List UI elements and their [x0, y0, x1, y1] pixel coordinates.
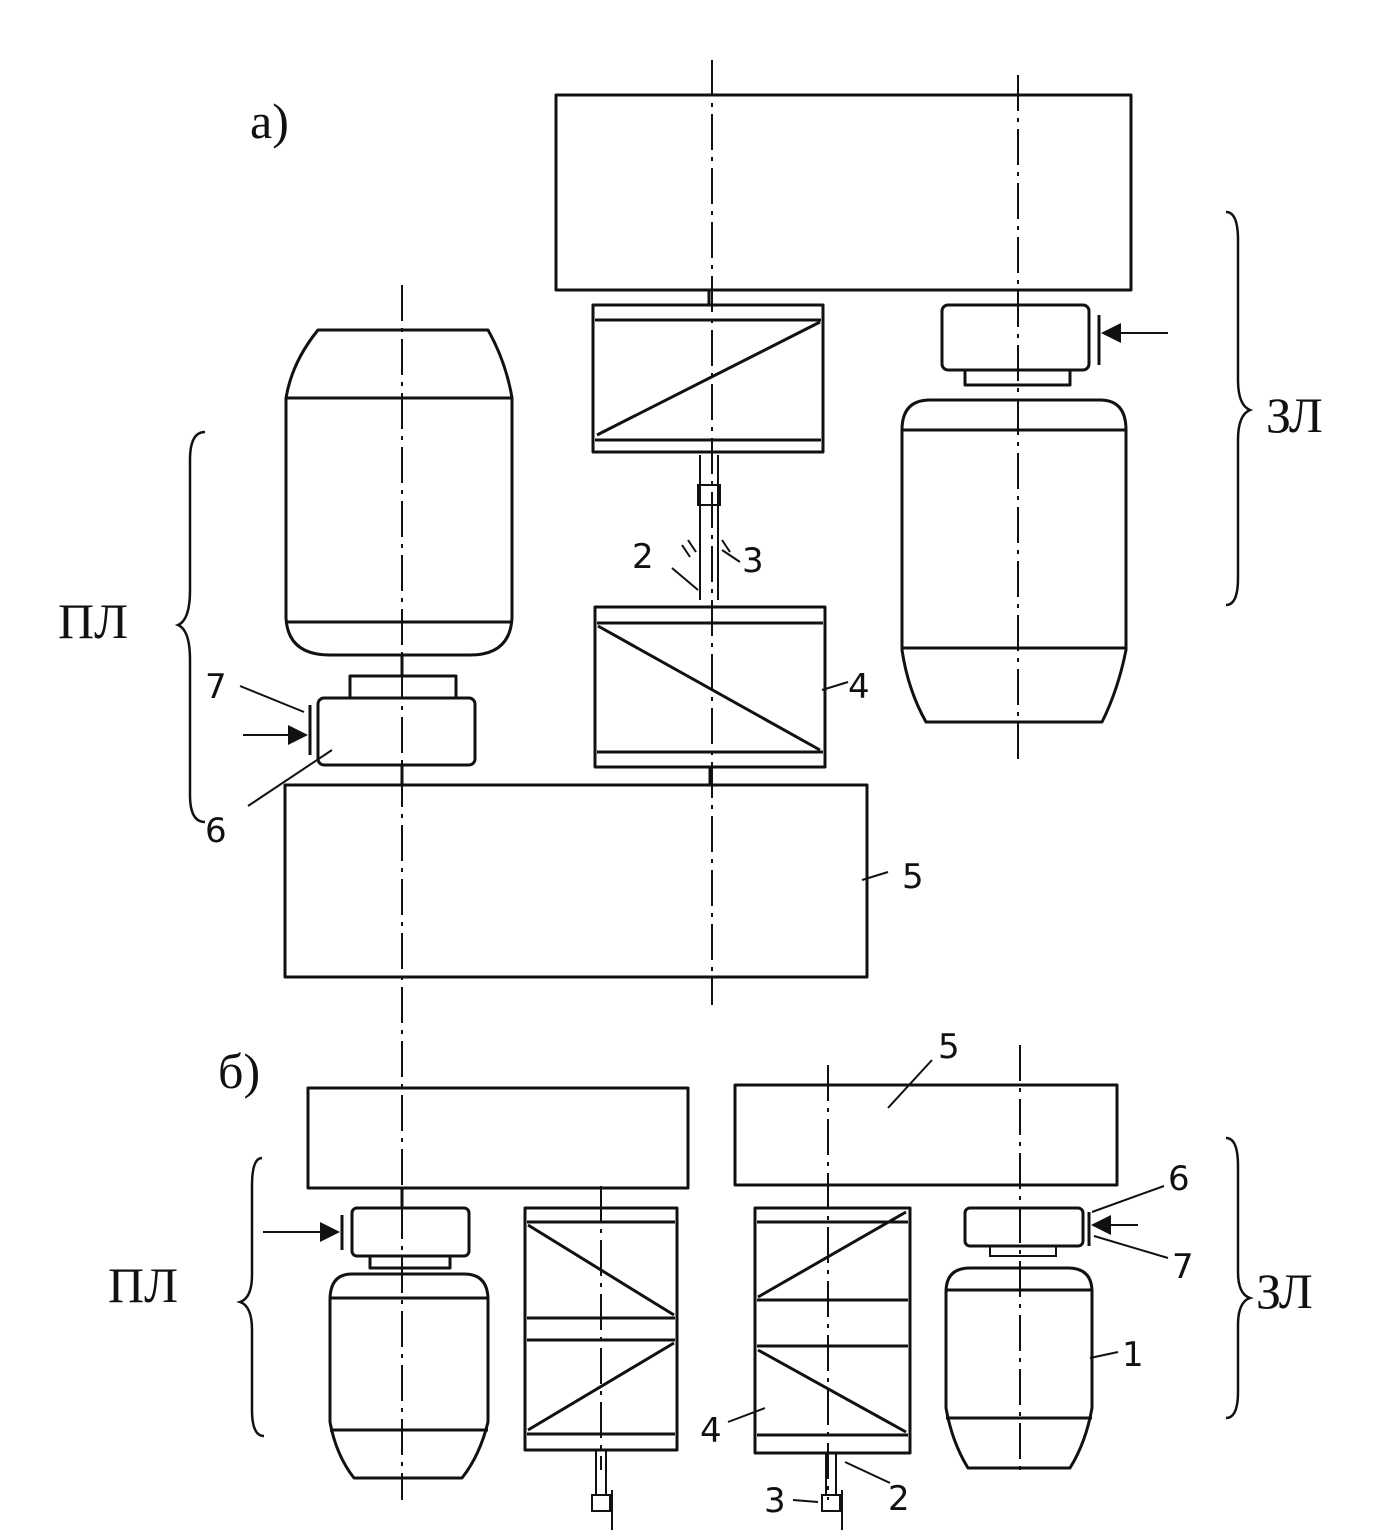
- callout-6-a: 6: [205, 811, 227, 851]
- brace-zl-a: [1225, 210, 1254, 607]
- leader-3-a: [721, 549, 741, 563]
- callout-2-a: 2: [632, 537, 654, 577]
- brace-pl-a: [174, 430, 206, 824]
- clutch-coupling: [681, 455, 731, 600]
- leader-5-b: [887, 1059, 933, 1109]
- brace-zl-b: [1225, 1136, 1254, 1420]
- leader-3-b: [792, 1499, 819, 1503]
- view-b-label: б): [218, 1043, 260, 1099]
- leader-7-b: [1093, 1235, 1169, 1259]
- callout-7-b: 7: [1172, 1247, 1194, 1287]
- gearbox-top: [554, 93, 1133, 292]
- callout-3-b: 3: [764, 1481, 786, 1521]
- brake-left-a: [308, 674, 477, 767]
- leader-6-a: [247, 749, 333, 807]
- callout-4-b: 4: [700, 1411, 722, 1451]
- gearbox-b-left: [306, 1086, 690, 1190]
- leader-2-b: [844, 1461, 891, 1484]
- rope-drum-b-right: [753, 1206, 912, 1455]
- brake-left-b: [340, 1206, 471, 1270]
- leader-2-a: [671, 567, 699, 591]
- group-pl-a: ПЛ: [58, 593, 128, 649]
- motor-left-b: [328, 1272, 490, 1480]
- leader-4-b: [727, 1407, 766, 1423]
- drum-b-left-anchor: [591, 1450, 613, 1530]
- motor-right-a: [900, 398, 1128, 724]
- callout-6-b: 6: [1168, 1159, 1190, 1199]
- callout-5-b: 5: [938, 1027, 960, 1067]
- callout-7-a: 7: [205, 667, 227, 707]
- callout-3-a: 3: [742, 541, 764, 581]
- rope-drum-b-left: [523, 1186, 679, 1470]
- brace-pl-b: [236, 1156, 265, 1438]
- group-zl-a: ЗЛ: [1266, 387, 1323, 443]
- rope-drum-upper: [591, 303, 825, 454]
- leader-4-a: [821, 681, 849, 691]
- view-b: б) 5: [108, 1027, 1313, 1530]
- gearbox-bottom: [283, 783, 869, 979]
- callout-1-b: 1: [1122, 1335, 1144, 1375]
- callout-5-a: 5: [902, 857, 924, 897]
- rope-drum-lower: [593, 605, 827, 769]
- group-pl-b: ПЛ: [108, 1257, 178, 1313]
- brake-right-b: [963, 1206, 1091, 1257]
- callout-4-a: 4: [848, 667, 870, 707]
- brake-right-a: [940, 303, 1101, 387]
- gearbox-b-right: [733, 1083, 1119, 1187]
- leader-5-a: [861, 871, 889, 881]
- motor-left-a: [284, 328, 514, 657]
- leader-6-b: [1091, 1185, 1165, 1213]
- drum-b-right-anchor: [821, 1453, 843, 1530]
- view-a: a) 2 3: [58, 60, 1323, 1500]
- leader-7-a: [239, 685, 305, 713]
- motor-right-b: [944, 1266, 1094, 1470]
- callout-2-b: 2: [888, 1479, 910, 1519]
- group-zl-b: ЗЛ: [1256, 1263, 1313, 1319]
- leader-1-b: [1089, 1351, 1119, 1359]
- view-a-label: a): [250, 93, 289, 149]
